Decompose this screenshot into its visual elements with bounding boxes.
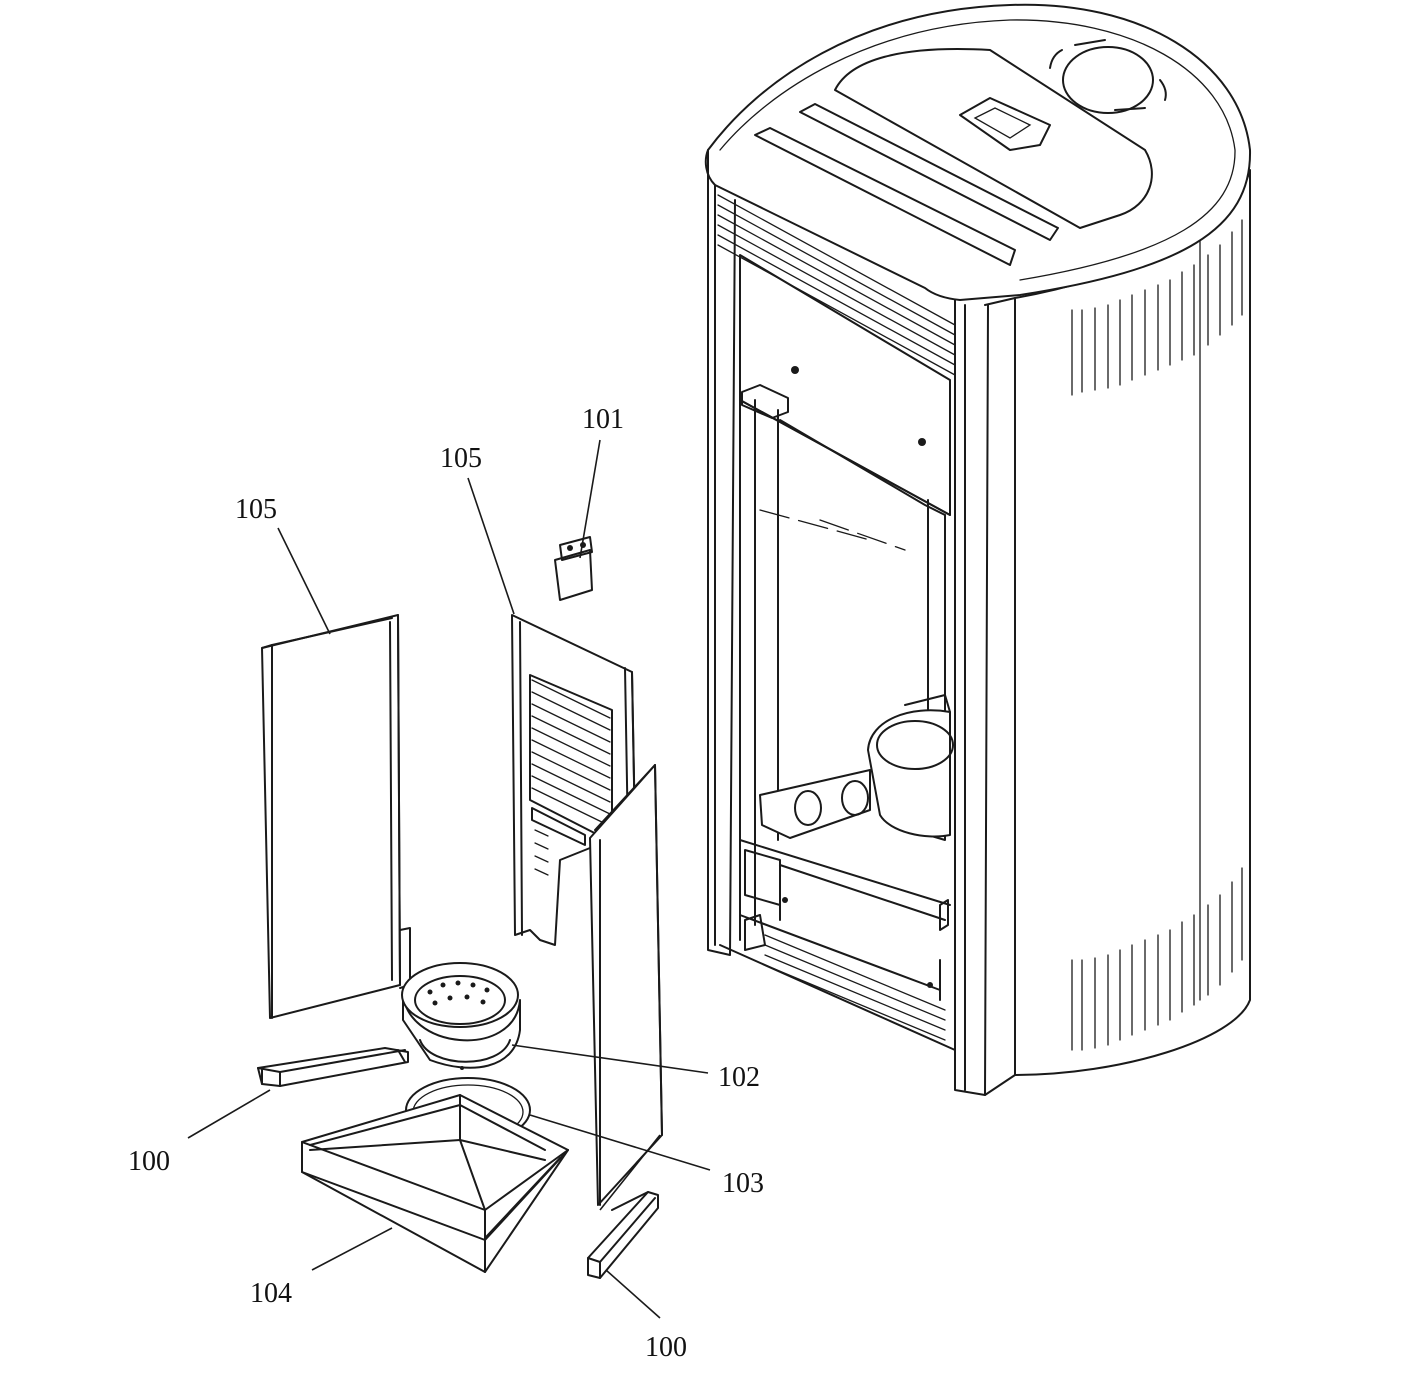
leader-105-center bbox=[467, 477, 515, 615]
leader-102 bbox=[511, 1044, 709, 1074]
part-labels: 105 105 101 102 103 104 100 100 bbox=[128, 404, 764, 1363]
side-vents-upper bbox=[1071, 219, 1243, 396]
leader-100-right bbox=[605, 1269, 661, 1319]
leader-105-left bbox=[277, 527, 331, 635]
part-102-burner-pot bbox=[401, 962, 521, 1070]
leader-front-panel bbox=[599, 1134, 661, 1211]
label-103: 103 bbox=[722, 1168, 764, 1199]
part-101-bracket bbox=[554, 536, 593, 601]
leader-lines bbox=[187, 439, 711, 1319]
leader-104 bbox=[311, 1227, 393, 1271]
label-105-center: 105 bbox=[440, 443, 482, 474]
leader-100-left bbox=[187, 1089, 271, 1139]
label-104: 104 bbox=[250, 1278, 292, 1309]
leader-103 bbox=[529, 1114, 711, 1171]
part-104-ash-tray bbox=[301, 1094, 569, 1273]
label-102: 102 bbox=[718, 1062, 760, 1093]
part-105-left-side-panel bbox=[261, 614, 411, 1019]
label-101: 101 bbox=[582, 404, 624, 435]
side-vents-lower bbox=[1071, 867, 1243, 1051]
burner-holes bbox=[427, 980, 490, 1006]
stove-body bbox=[704, 3, 1252, 1096]
part-100-right-rail bbox=[587, 1191, 659, 1279]
label-100-right: 100 bbox=[645, 1332, 687, 1363]
leader-101 bbox=[579, 439, 601, 559]
label-105-left: 105 bbox=[235, 494, 277, 525]
label-100-left: 100 bbox=[128, 1146, 170, 1177]
front-lower-panel bbox=[589, 764, 663, 1206]
part-100-left-rail bbox=[257, 1047, 409, 1087]
